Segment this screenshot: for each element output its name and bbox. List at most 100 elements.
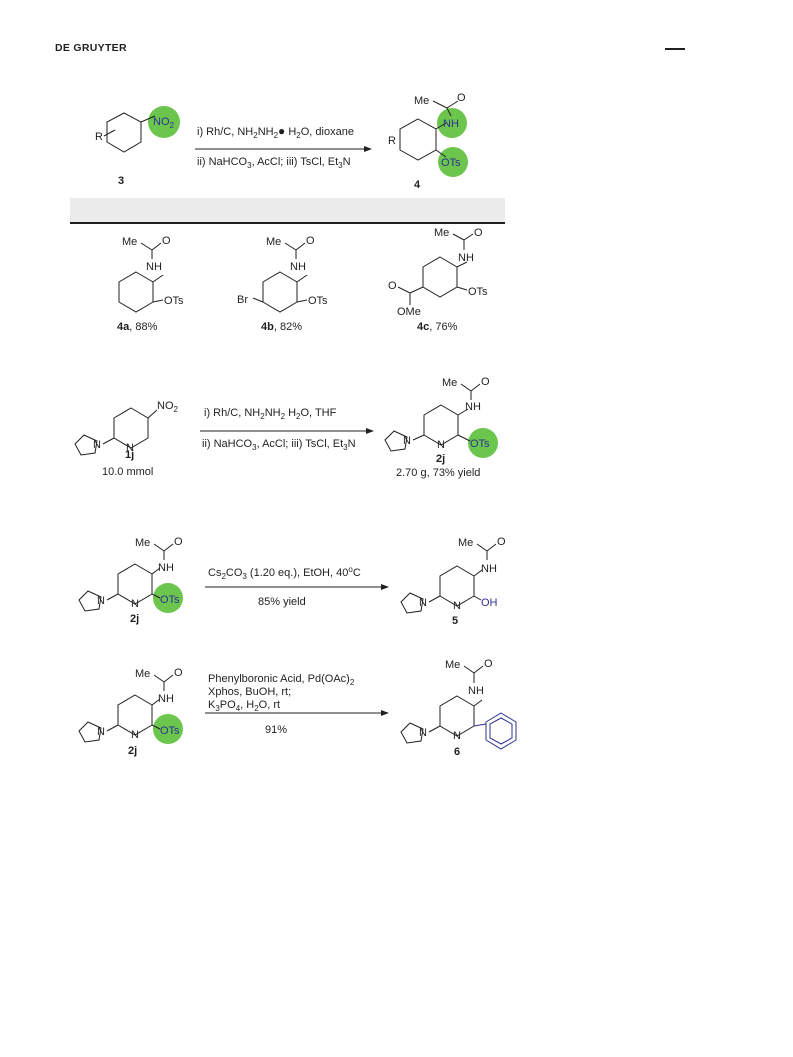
compound-number-5: 5 <box>452 615 458 627</box>
me-label: Me <box>458 537 473 549</box>
nh-label: NH <box>158 562 174 574</box>
ome-label: OMe <box>397 306 421 318</box>
me-label: Me <box>414 95 429 107</box>
o-label: O <box>174 536 183 548</box>
o-label: O <box>474 227 483 239</box>
substrate-2j-structure-b: N N Me O NH OTs 2j <box>78 667 183 757</box>
n-label: N <box>453 600 461 612</box>
ots-label: OTs <box>441 157 461 169</box>
nh-label: NH <box>458 252 474 264</box>
product-result: 2.70 g, 73% yield <box>396 467 480 479</box>
nh-label: NH <box>290 261 306 273</box>
n-label: N <box>419 727 427 739</box>
ots-highlight-icon <box>153 714 183 744</box>
scheme-1-conditions-top: i) Rh/C, NH2NH2● H2O, dioxane <box>197 124 354 140</box>
example-4b: Br Me O NH OTs 4b, 82% <box>237 235 328 333</box>
br-label: Br <box>237 294 248 306</box>
me-label: Me <box>135 668 150 680</box>
example-4c: O OMe Me O NH OTs 4c, 76% <box>388 227 488 333</box>
product-4-structure: Me O NH OTs R 4 <box>388 92 468 191</box>
scheme-2-conditions-top: i) Rh/C, NH2NH2 H2O, THF <box>204 407 337 421</box>
phenyl-ring-icon <box>485 712 517 750</box>
ots-label: OTs <box>468 286 488 298</box>
ots-label: OTs <box>160 594 180 606</box>
table-header-band <box>70 198 505 222</box>
substrate-1j-structure: NO2 N N 1j 10.0 mmol <box>74 400 179 478</box>
scheme-1-conditions-bottom: ii) NaHCO3, AcCl; iii) TsCl, Et3N <box>197 156 351 170</box>
n-label: N <box>131 598 139 610</box>
me-label: Me <box>135 537 150 549</box>
ots-label: OTs <box>308 295 328 307</box>
scheme-4-yield: 91% <box>265 724 287 736</box>
compound-number-2j: 2j <box>128 745 137 757</box>
scheme-4-conditions-line-2: Xphos, BuOH, rt; <box>208 686 291 698</box>
scheme-4-conditions-line-3: K3PO4, H2O, rt <box>208 699 280 713</box>
scheme-1-arrow: i) Rh/C, NH2NH2● H2O, dioxane ii) NaHCO3… <box>195 124 372 170</box>
compound-4c-label: 4c, 76% <box>417 321 458 333</box>
scheme-3-conditions-top: Cs2CO3 (1.20 eq.), EtOH, 40oC <box>208 565 361 581</box>
me-label: Me <box>442 377 457 389</box>
nh-label: NH <box>158 693 174 705</box>
ots-label: OTs <box>160 725 180 737</box>
compound-number-1j: 1j <box>125 449 134 461</box>
ots-highlight-icon <box>438 147 468 177</box>
oh-label: OH <box>481 597 498 609</box>
nh-label: NH <box>465 401 481 413</box>
compound-number-2j: 2j <box>436 453 445 465</box>
n-label: N <box>97 726 105 738</box>
ots-label: OTs <box>164 295 184 307</box>
o-label: O <box>306 235 315 247</box>
me-label: Me <box>122 236 137 248</box>
n-label: N <box>126 442 134 454</box>
n-label: N <box>419 597 427 609</box>
n-label: N <box>437 439 445 451</box>
example-4a: Me O NH OTs 4a, 88% <box>117 235 184 333</box>
me-label: Me <box>445 659 460 671</box>
scheme-4-conditions-line-1: Phenylboronic Acid, Pd(OAc)2 <box>208 673 355 687</box>
compound-number-3: 3 <box>118 175 124 187</box>
scheme-4: N N Me O NH OTs 2j Phenylboronic Acid, P… <box>78 658 517 758</box>
scheme-3-yield: 85% yield <box>258 596 306 608</box>
n-label: N <box>93 439 101 451</box>
o-label: O <box>497 536 506 548</box>
nh-label: NH <box>443 118 459 130</box>
ots-highlight-icon <box>468 428 498 458</box>
scheme-2: NO2 N N 1j 10.0 mmol i) Rh/C, NH2NH2 H2O… <box>74 376 498 479</box>
nh-label: NH <box>468 685 484 697</box>
n-label: N <box>453 730 461 742</box>
no2-label: NO2 <box>153 116 175 130</box>
substrate-amount: 10.0 mmol <box>102 466 153 478</box>
scheme-4-arrow: Phenylboronic Acid, Pd(OAc)2 Xphos, BuOH… <box>205 673 389 736</box>
product-6-structure: N N Me O NH 6 <box>400 658 517 758</box>
n-label: N <box>131 729 139 741</box>
no2-highlight-icon <box>148 106 180 138</box>
nh-label: NH <box>481 563 497 575</box>
substrate-3-structure: NO2 R 3 <box>95 106 180 187</box>
n-label: N <box>97 595 105 607</box>
substrate-2j-structure: N N Me O NH OTs 2j <box>78 536 183 625</box>
o-label: O <box>162 235 171 247</box>
me-label: Me <box>266 236 281 248</box>
scheme-2-arrow: i) Rh/C, NH2NH2 H2O, THF ii) NaHCO3, AcC… <box>200 407 374 452</box>
compound-4b-label: 4b, 82% <box>261 321 302 333</box>
r-group-label: R <box>95 131 103 143</box>
product-2j-structure: N N Me O NH OTs 2j 2.70 g, 73% yield <box>384 376 498 479</box>
compound-number-6: 6 <box>454 746 460 758</box>
scheme-3: N N Me O NH OTs 2j Cs2CO3 (1.20 eq.), Et… <box>78 536 506 627</box>
ots-label: OTs <box>470 438 490 450</box>
compound-number-4: 4 <box>414 179 421 191</box>
compound-4a-label: 4a, 88% <box>117 321 158 333</box>
scheme-3-arrow: Cs2CO3 (1.20 eq.), EtOH, 40oC 85% yield <box>205 565 389 608</box>
o-label: O <box>388 280 397 292</box>
publisher-header: DE GRUYTER <box>55 42 127 54</box>
no2-label: NO2 <box>157 400 179 414</box>
scheme-1: NO2 R 3 i) Rh/C, NH2NH2● H2O, dioxane ii… <box>95 92 468 191</box>
o-label: O <box>481 376 490 388</box>
nh-highlight-icon <box>437 108 467 138</box>
r-group-label: R <box>388 135 396 147</box>
me-label: Me <box>434 227 449 239</box>
ots-highlight-icon <box>153 583 183 613</box>
o-label: O <box>457 92 466 104</box>
compound-number-2j: 2j <box>130 613 139 625</box>
